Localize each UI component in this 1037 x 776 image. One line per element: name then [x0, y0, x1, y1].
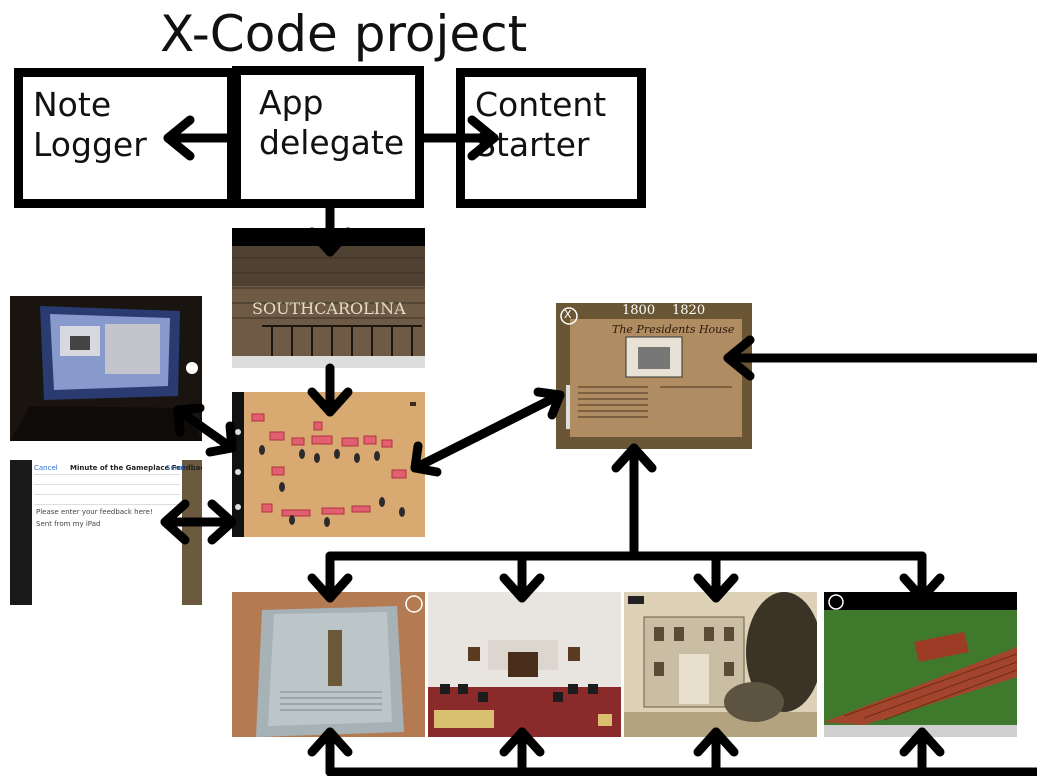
year-right: 1820	[672, 303, 706, 318]
laptop-photo	[10, 296, 202, 441]
year-left: 1800	[622, 303, 656, 318]
old-house-image	[624, 592, 817, 737]
chamber-photo	[428, 592, 621, 737]
feedback-body: Please enter your feedback here!	[36, 508, 153, 516]
feedback-signature: Sent from my iPad	[36, 520, 101, 528]
svg-text:SOUTHCAROLINA: SOUTHCAROLINA	[252, 299, 406, 318]
feedback-cancel[interactable]: Cancel	[34, 464, 58, 472]
plaque-image	[232, 592, 425, 737]
diagram-title: X-Code project	[160, 5, 528, 63]
brick-wall-image	[824, 594, 1017, 737]
map-edge	[182, 460, 202, 605]
presidents-heading: The Presidents House	[612, 323, 735, 336]
laptop-image	[10, 306, 202, 441]
campus-map-image	[232, 392, 416, 537]
map-screenshot	[232, 392, 425, 537]
chamber-image	[428, 592, 621, 737]
ipad-side-bar	[10, 460, 32, 605]
feedback-title: Minute of the Gameplace Feedback	[70, 464, 202, 472]
content-starter-box: Content Starter	[456, 68, 646, 208]
feedback-mail-screenshot: Cancel Minute of the Gameplace Feedback …	[10, 460, 202, 605]
presidents-house-screenshot: X 1800 1820 The Presidents House	[556, 303, 752, 449]
splash-image: SOUTHCAROLINA	[232, 246, 425, 368]
feedback-send[interactable]: Send	[166, 464, 184, 472]
app-delegate-box: App delegate	[232, 66, 424, 208]
presidents-house-panel	[556, 303, 752, 449]
close-icon[interactable]: X	[564, 308, 572, 321]
old-house-photo	[624, 592, 817, 737]
plaque-photo	[232, 592, 425, 737]
note-logger-box: Note Logger	[14, 68, 236, 208]
splash-screenshot: SOUTHCAROLINA	[232, 228, 425, 368]
brick-wall-render	[824, 592, 1017, 737]
